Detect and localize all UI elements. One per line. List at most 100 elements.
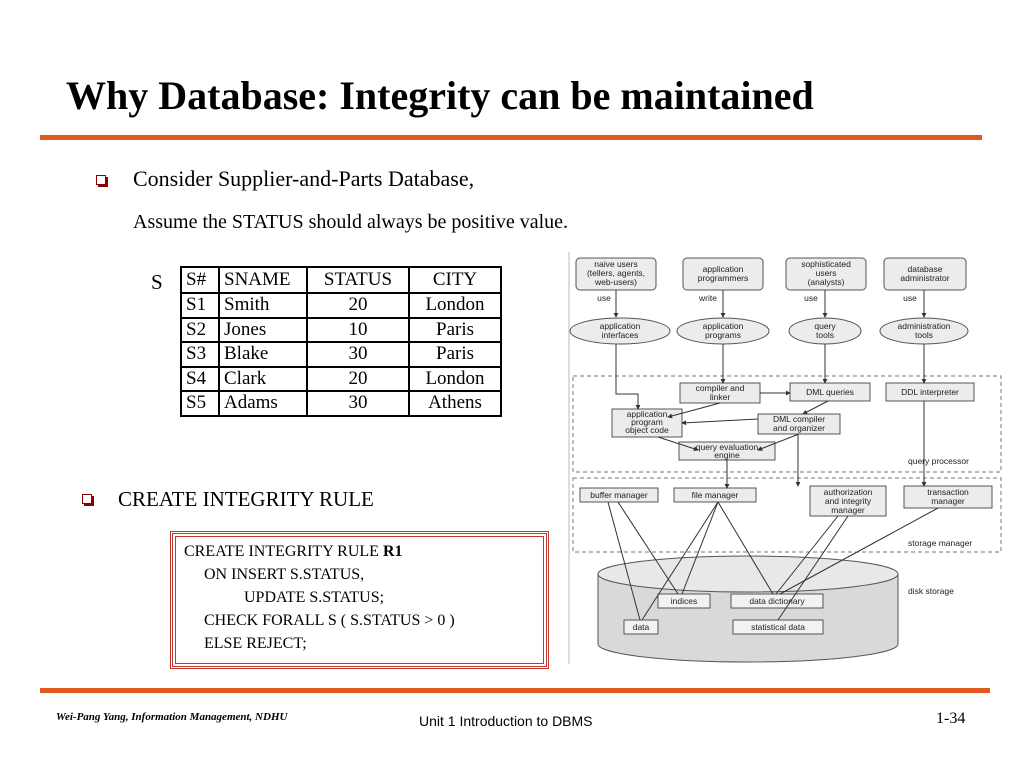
code-line-4: CHECK FORALL S ( S.STATUS > 0 ) [204, 612, 455, 629]
diagram-label: use [597, 293, 611, 303]
diagram-label: authorization [824, 487, 873, 497]
diagram-label: interfaces [602, 330, 639, 340]
diagram-label: programs [705, 330, 741, 340]
table-header-cell: STATUS [306, 266, 410, 294]
table-row: S5 Adams 30 Athens [180, 390, 502, 417]
table-cell: 20 [306, 292, 410, 319]
diagram-label: programmers [698, 273, 749, 283]
diagram-label: administration [898, 321, 951, 331]
diagram-label: query evaluation [696, 442, 759, 452]
table-header-cell: SNAME [218, 266, 308, 294]
footer-author: Wei-Pang Yang, Information Management, N… [56, 711, 288, 723]
table-header-cell: CITY [408, 266, 502, 294]
square-bullet-icon [96, 175, 106, 185]
table-cell: 10 [306, 316, 410, 343]
diagram-label: disk storage [908, 586, 954, 596]
square-bullet-icon [82, 494, 92, 504]
diagram-label: (tellers, agents, [587, 268, 645, 278]
bullet-subtext-1: Assume the STATUS should always be posit… [133, 211, 569, 233]
supplier-table: S# SNAME STATUS CITY S1 Smith 20 London … [180, 266, 502, 417]
diagram-label: sophisticated [801, 259, 851, 269]
table-header-row: S# SNAME STATUS CITY [180, 266, 502, 294]
bullet-text-2: CREATE INTEGRITY RULE [118, 487, 374, 511]
table-cell: Paris [408, 316, 502, 343]
dbms-architecture-diagram: naive users (tellers, agents, web-users)… [568, 252, 1002, 664]
table-cell: Paris [408, 341, 502, 368]
diagram-label: application [703, 264, 744, 274]
diagram-label: linker [710, 392, 730, 402]
diagram-label: database [908, 264, 943, 274]
table-cell: Jones [218, 316, 308, 343]
diagram-label: query processor [908, 456, 969, 466]
table-row: S2 Jones 10 Paris [180, 316, 502, 343]
table-cell: S4 [180, 365, 220, 392]
diagram-label: indices [671, 596, 697, 606]
table-row: S1 Smith 20 London [180, 292, 502, 319]
diagram-label: DDL interpreter [901, 387, 959, 397]
table-cell: Smith [218, 292, 308, 319]
diagram-label: and integrity [825, 496, 872, 506]
diagram-label: users [816, 268, 837, 278]
diagram-label: web-users) [594, 277, 637, 287]
diagram-label: object code [625, 425, 669, 435]
diagram-label: application [600, 321, 641, 331]
diagram-label: buffer manager [590, 490, 648, 500]
table-cell: Clark [218, 365, 308, 392]
diagram-label: DML queries [806, 387, 854, 397]
rule-name: R1 [382, 543, 403, 560]
table-cell: Adams [218, 390, 308, 417]
diagram-label: engine [714, 450, 740, 460]
diagram-label: statistical data [751, 622, 805, 632]
code-line-3: UPDATE S.STATUS; [244, 589, 385, 606]
table-cell: S2 [180, 316, 220, 343]
diagram-label: administrator [900, 273, 949, 283]
diagram-label: application [703, 321, 744, 331]
diagram-label: and organizer [773, 423, 825, 433]
diagram-label: use [804, 293, 818, 303]
slide-title: Why Database: Integrity can be maintaine… [66, 73, 814, 118]
diagram-label: use [903, 293, 917, 303]
diagram-label: data dictionary [749, 596, 805, 606]
table-cell: S3 [180, 341, 220, 368]
table-cell: S5 [180, 390, 220, 417]
table-cell: 30 [306, 341, 410, 368]
diagram-label: file manager [692, 490, 739, 500]
diagram-label: write [698, 293, 717, 303]
integrity-rule-code: CREATE INTEGRITY RULE R1 ON INSERT S.STA… [184, 540, 455, 655]
code-line-1-text: CREATE INTEGRITY RULE [184, 543, 383, 560]
table-cell: Athens [408, 390, 502, 417]
table-cell: S1 [180, 292, 220, 319]
diagram-label: query [814, 321, 836, 331]
diagram-label: manager [931, 496, 965, 506]
diagram-label: tools [816, 330, 834, 340]
table-cell: London [408, 292, 502, 319]
table-row: S3 Blake 30 Paris [180, 341, 502, 368]
table-name: S [151, 270, 163, 294]
table-row: S4 Clark 20 London [180, 365, 502, 392]
footer-unit: Unit 1 Introduction to DBMS [419, 713, 593, 729]
diagram-label: data [633, 622, 650, 632]
diagram-label: program [631, 417, 663, 427]
diagram-label: application [627, 409, 668, 419]
diagram-label: compiler and [696, 383, 745, 393]
table-header-cell: S# [180, 266, 220, 294]
diagram-label: manager [831, 505, 865, 515]
diagram-label: naive users [594, 259, 637, 269]
integrity-rule-box [170, 531, 549, 669]
code-line-5: ELSE REJECT; [204, 635, 307, 652]
table-cell: 20 [306, 365, 410, 392]
code-line-2: ON INSERT S.STATUS, [204, 566, 365, 583]
diagram-label: storage manager [908, 538, 972, 548]
table-cell: Blake [218, 341, 308, 368]
diagram-label: DML compiler [773, 414, 825, 424]
diagram-label: transaction [927, 487, 969, 497]
diagram-label: (analysts) [808, 277, 845, 287]
bullet-text-1: Consider Supplier-and-Parts Database, [133, 166, 475, 191]
diagram-label: tools [915, 330, 933, 340]
page-number: 1-34 [936, 710, 966, 727]
title-divider [40, 135, 982, 140]
table-cell: London [408, 365, 502, 392]
code-line-1: CREATE INTEGRITY RULE R1 [184, 540, 455, 563]
footer-divider [40, 688, 990, 693]
table-cell: 30 [306, 390, 410, 417]
